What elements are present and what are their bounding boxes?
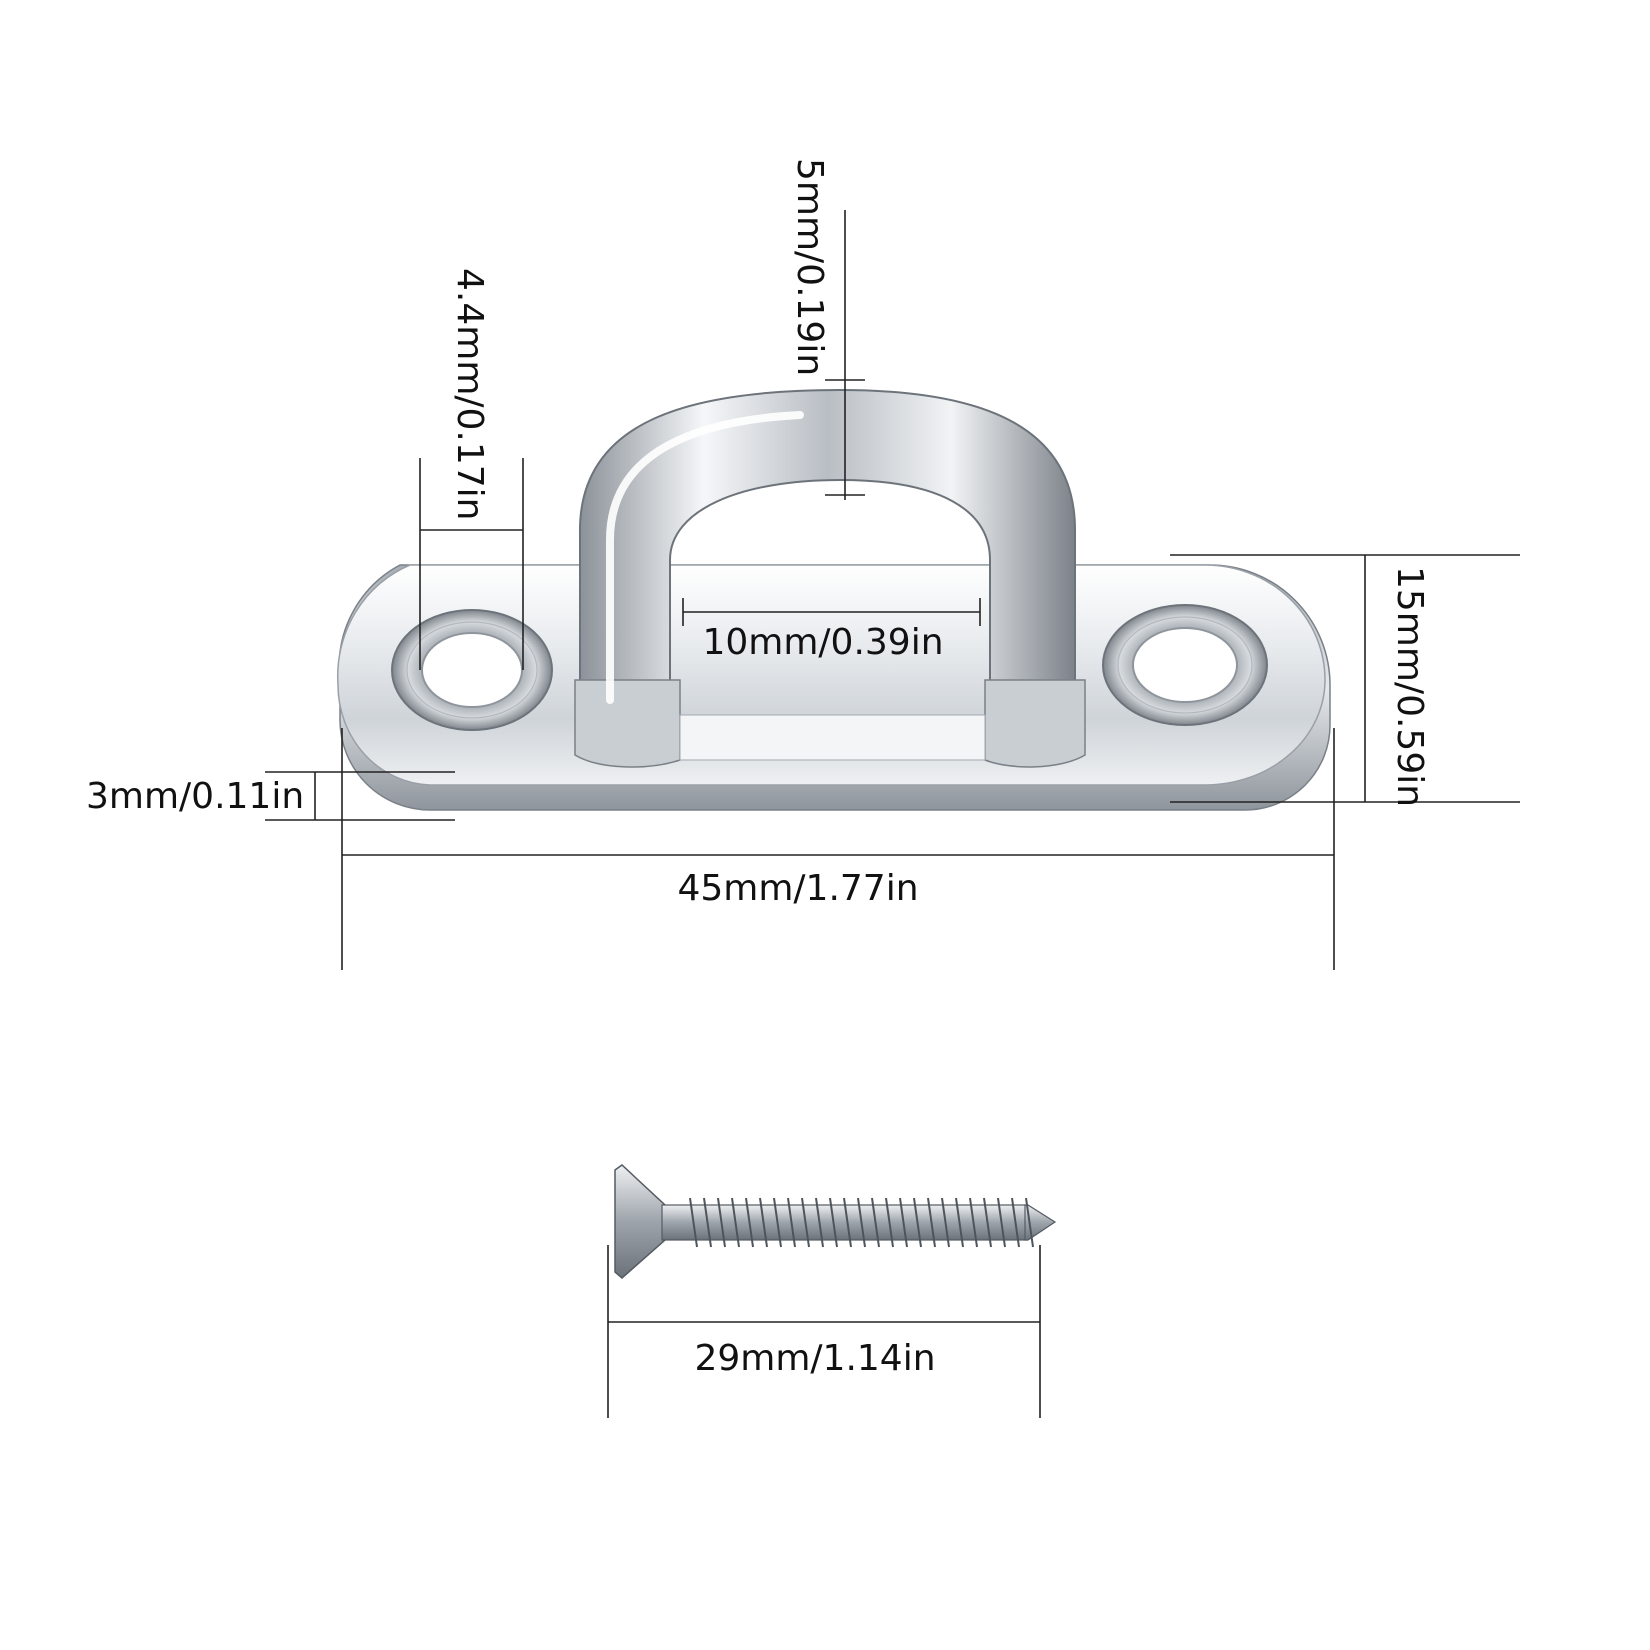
pad-eye-illustration (336, 388, 1331, 811)
right-screw-hole (1102, 604, 1268, 726)
screw-head (614, 1164, 666, 1279)
screw-illustration (614, 1164, 1057, 1279)
left-screw-hole (391, 609, 553, 731)
dimension-lines (265, 210, 1520, 1418)
eye-loop (574, 388, 1086, 768)
hole-diameter-label: 4.4mm/0.17in (449, 268, 490, 521)
screw-threads (689, 1197, 1034, 1248)
length-label: 45mm/1.77in (677, 868, 918, 909)
inner-width-label: 10mm/0.39in (702, 622, 943, 663)
screw-length-label: 29mm/1.14in (694, 1338, 935, 1379)
plate-thickness-label: 3mm/0.11in (86, 776, 304, 817)
eye-thickness-label: 5mm/0.19in (789, 158, 830, 376)
dimension-labels: 5mm/0.19in 4.4mm/0.17in 10mm/0.39in 3mm/… (86, 158, 1430, 1379)
height-label: 15mm/0.59in (1389, 566, 1430, 807)
